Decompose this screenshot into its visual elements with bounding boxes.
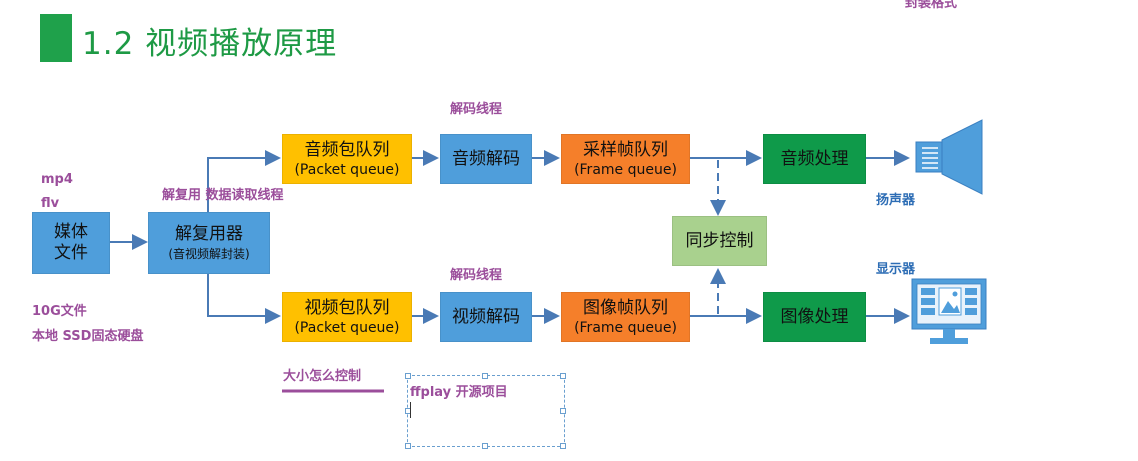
resize-handle-br[interactable]: [560, 443, 566, 449]
speaker-icon: [915, 119, 983, 195]
media-file-label: 媒体 文件: [54, 222, 88, 263]
video-decode-box: 视频解码: [440, 292, 532, 342]
top-cut-label: 封装格式: [905, 0, 958, 11]
sync-control-box: 同步控制: [672, 216, 767, 266]
resize-handle-bm[interactable]: [482, 443, 488, 449]
label-mp4: mp4: [41, 172, 73, 187]
demuxer-title: 解复用器: [175, 224, 243, 244]
label-local-disk: 本地 SSD固态硬盘: [32, 329, 144, 344]
audio-process-label: 音频处理: [780, 148, 849, 169]
title-accent-bar: [40, 14, 72, 62]
label-flv: flv: [41, 196, 60, 211]
label-decode-thread-bottom: 解码线程: [450, 268, 503, 283]
sample-frame-queue-box: 采样帧队列 (Frame queue): [561, 134, 690, 184]
label-size-control: 大小怎么控制: [283, 369, 362, 384]
resize-handle-mr[interactable]: [560, 408, 566, 414]
video-packet-queue-box: 视频包队列 (Packet queue): [282, 292, 412, 342]
video-packet-queue-title: 视频包队列: [304, 297, 390, 318]
image-frame-queue-box: 图像帧队列 (Frame queue): [561, 292, 690, 342]
audio-packet-queue-subtitle: (Packet queue): [294, 161, 400, 178]
sync-control-label: 同步控制: [685, 230, 754, 251]
monitor-icon: [911, 278, 987, 344]
audio-decode-label: 音频解码: [452, 148, 520, 169]
image-process-label: 图像处理: [780, 306, 849, 327]
media-file-box: 媒体 文件: [32, 212, 110, 274]
video-packet-queue-subtitle: (Packet queue): [294, 319, 400, 336]
text-cursor: [410, 402, 411, 418]
resize-handle-tl[interactable]: [405, 373, 411, 379]
label-speaker: 扬声器: [876, 193, 916, 208]
resize-handle-tr[interactable]: [560, 373, 566, 379]
label-file-size: 10G文件: [32, 304, 87, 319]
resize-handle-bl[interactable]: [405, 443, 411, 449]
label-demux-thread: 解复用 数据读取线程: [162, 188, 284, 203]
image-frame-queue-title: 图像帧队列: [583, 297, 668, 318]
sample-frame-queue-subtitle: (Frame queue): [574, 161, 677, 178]
label-display: 显示器: [876, 262, 916, 277]
demuxer-subtitle: (音视频解封装): [168, 247, 250, 261]
audio-packet-queue-box: 音频包队列 (Packet queue): [282, 134, 412, 184]
video-decode-label: 视频解码: [452, 306, 520, 327]
image-frame-queue-subtitle: (Frame queue): [574, 319, 677, 336]
resize-handle-tm[interactable]: [482, 373, 488, 379]
sample-frame-queue-title: 采样帧队列: [583, 139, 668, 160]
arrow-demuxer-to-audio-queue: [207, 150, 281, 212]
demuxer-box: 解复用器 (音视频解封装): [148, 212, 270, 274]
label-decode-thread-top: 解码线程: [450, 102, 503, 117]
audio-process-box: 音频处理: [763, 134, 866, 184]
image-process-box: 图像处理: [763, 292, 866, 342]
audio-decode-box: 音频解码: [440, 134, 532, 184]
arrow-demuxer-to-video-queue: [207, 272, 281, 324]
slide-title: 1.2 视频播放原理: [82, 26, 338, 62]
audio-packet-queue-title: 音频包队列: [304, 139, 390, 160]
label-ffplay-project[interactable]: ffplay 开源项目: [410, 385, 508, 400]
